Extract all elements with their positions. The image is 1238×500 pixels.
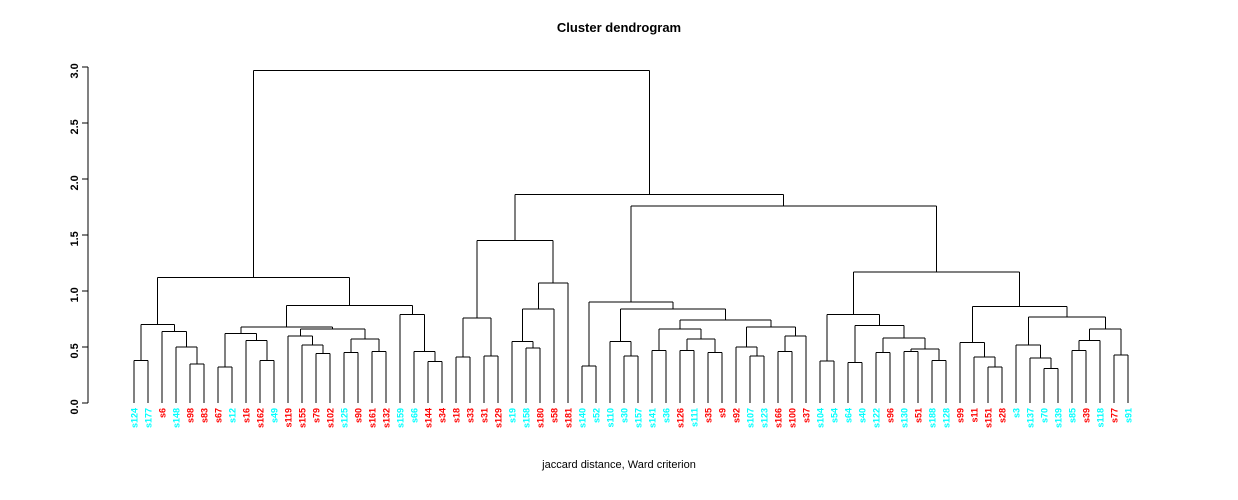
leaf-label: s37 bbox=[801, 408, 811, 423]
leaf-label: s140 bbox=[577, 408, 587, 428]
leaf-label: s67 bbox=[213, 408, 223, 423]
leaf-label: s77 bbox=[1109, 408, 1119, 423]
leaf-label: s111 bbox=[689, 408, 699, 427]
leaf-label: s34 bbox=[437, 408, 447, 423]
leaf-label: s36 bbox=[661, 408, 671, 423]
leaf-label: s100 bbox=[787, 408, 797, 428]
leaf-label: s158 bbox=[521, 408, 531, 428]
leaf-label: s30 bbox=[619, 408, 629, 423]
leaf-label: s188 bbox=[927, 408, 937, 428]
leaf-label: s119 bbox=[283, 408, 293, 428]
y-axis-tick-label: 3.0 bbox=[69, 63, 81, 78]
leaf-label: s39 bbox=[1081, 408, 1091, 423]
leaf-label: s139 bbox=[1053, 408, 1063, 428]
leaf-label: s124 bbox=[129, 408, 139, 428]
leaf-label: s157 bbox=[633, 408, 643, 428]
leaf-label: s126 bbox=[675, 408, 685, 428]
leaf-label: s162 bbox=[255, 408, 265, 428]
leaf-label: s104 bbox=[815, 408, 825, 428]
leaf-label: s51 bbox=[913, 408, 923, 423]
leaf-label: s148 bbox=[171, 408, 181, 428]
y-axis-tick-label: 1.0 bbox=[69, 287, 81, 302]
y-axis-tick-label: 0.5 bbox=[69, 343, 81, 358]
leaf-label: s92 bbox=[731, 408, 741, 423]
leaf-label: s85 bbox=[1067, 408, 1077, 423]
leaf-label: s110 bbox=[605, 408, 615, 428]
leaf-label: s159 bbox=[395, 408, 405, 428]
y-axis-tick-label: 2.5 bbox=[69, 119, 81, 134]
leaf-label: s181 bbox=[563, 408, 573, 428]
leaf-label: s125 bbox=[339, 408, 349, 428]
leaf-label: s49 bbox=[269, 408, 279, 423]
leaf-label: s79 bbox=[311, 408, 321, 423]
leaf-label: s161 bbox=[367, 408, 377, 428]
leaf-label: s90 bbox=[353, 408, 363, 423]
leaf-label: s11 bbox=[969, 408, 979, 423]
leaf-label: s83 bbox=[199, 408, 209, 423]
leaf-label: s54 bbox=[829, 408, 839, 423]
leaf-label: s137 bbox=[1025, 408, 1035, 428]
y-axis-tick-label: 2.0 bbox=[69, 175, 81, 190]
leaf-label: s58 bbox=[549, 408, 559, 423]
chart-footer: jaccard distance, Ward criterion bbox=[542, 459, 696, 471]
leaf-label: s6 bbox=[157, 408, 167, 418]
leaf-label: s52 bbox=[591, 408, 601, 423]
leaf-label: s180 bbox=[535, 408, 545, 428]
leaf-label: s98 bbox=[185, 408, 195, 423]
leaf-label: s155 bbox=[297, 408, 307, 428]
leaf-label: s123 bbox=[759, 408, 769, 428]
leaf-label: s177 bbox=[143, 408, 153, 428]
leaf-label: s12 bbox=[227, 408, 237, 423]
leaf-label: s99 bbox=[955, 408, 965, 423]
leaf-label: s122 bbox=[871, 408, 881, 428]
leaf-label: s33 bbox=[465, 408, 475, 423]
leaf-label: s9 bbox=[717, 408, 727, 418]
leaf-label: s70 bbox=[1039, 408, 1049, 423]
leaf-label: s66 bbox=[409, 408, 419, 423]
leaf-label: s144 bbox=[423, 408, 433, 428]
y-axis-tick-label: 1.5 bbox=[69, 231, 81, 246]
leaf-label: s28 bbox=[997, 408, 1007, 423]
leaf-label: s16 bbox=[241, 408, 251, 423]
leaf-label: s118 bbox=[1095, 408, 1105, 428]
leaf-label: s141 bbox=[647, 408, 657, 428]
leaf-label: s129 bbox=[493, 408, 503, 428]
leaf-label: s128 bbox=[941, 408, 951, 428]
leaf-label: s107 bbox=[745, 408, 755, 428]
leaf-label: s40 bbox=[857, 408, 867, 423]
y-axis-tick-label: 0.0 bbox=[69, 399, 81, 414]
leaf-label: s130 bbox=[899, 408, 909, 428]
leaf-label: s35 bbox=[703, 408, 713, 423]
leaf-label: s91 bbox=[1123, 408, 1133, 423]
leaf-label: s166 bbox=[773, 408, 783, 428]
leaf-label: s3 bbox=[1011, 408, 1021, 418]
leaf-label: s151 bbox=[983, 408, 993, 428]
leaf-label: s102 bbox=[325, 408, 335, 428]
leaf-label: s18 bbox=[451, 408, 461, 423]
leaf-label: s31 bbox=[479, 408, 489, 423]
leaf-label: s64 bbox=[843, 408, 853, 423]
leaf-label: s132 bbox=[381, 408, 391, 428]
leaf-label: s19 bbox=[507, 408, 517, 423]
leaf-label: s96 bbox=[885, 408, 895, 423]
chart-title: Cluster dendrogram bbox=[556, 20, 682, 35]
